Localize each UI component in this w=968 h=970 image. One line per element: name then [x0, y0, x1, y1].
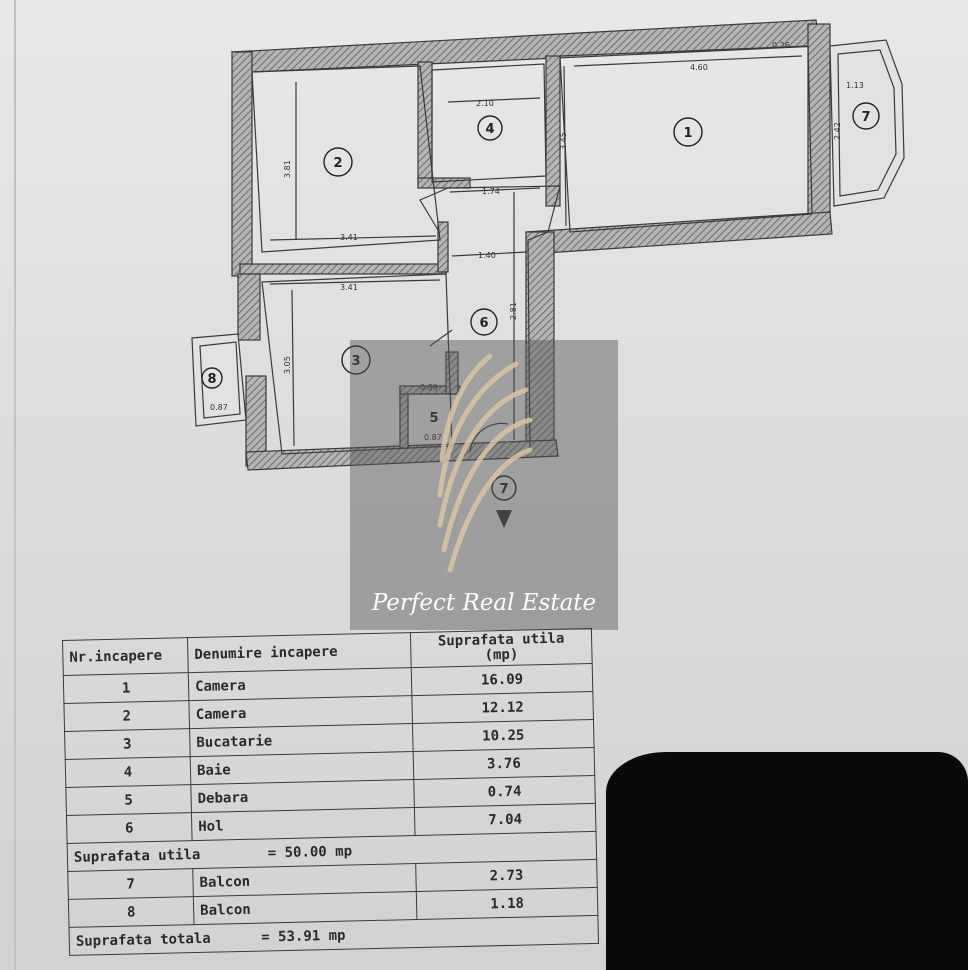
room-1-label: 1 [673, 117, 703, 147]
dimension-labels: 4.60 0.26 3.45 3.81 3.41 3.41 2.10 1.74 … [210, 41, 864, 442]
room-7-label: 7 [852, 102, 880, 130]
svg-text:0.87: 0.87 [210, 403, 228, 412]
svg-text:1.74: 1.74 [482, 187, 500, 196]
header-nr: Nr.incapere [62, 637, 189, 676]
room-labels: 1 2 3 4 5 6 7 8 7 [201, 102, 880, 528]
totala-value: = 53.91 mp [261, 927, 346, 946]
totala-label: Suprafata totala [75, 930, 211, 950]
watermark: Perfect Real Estate [350, 340, 618, 630]
svg-text:0.87: 0.87 [424, 433, 442, 442]
entry-marker-label: 7 [491, 475, 517, 528]
svg-text:0.89: 0.89 [420, 383, 438, 392]
room-3-label: 3 [341, 345, 371, 375]
header-denumire: Denumire incapere [187, 632, 412, 673]
svg-text:3: 3 [351, 354, 360, 369]
svg-text:2.42: 2.42 [833, 122, 842, 140]
interior-lines [191, 39, 905, 455]
svg-text:5: 5 [429, 411, 438, 426]
svg-text:7: 7 [861, 110, 870, 125]
svg-text:2.10: 2.10 [476, 99, 494, 108]
utila-value: = 50.00 mp [267, 842, 353, 861]
redaction-blot [606, 752, 968, 970]
svg-text:0.26: 0.26 [772, 41, 790, 50]
svg-text:4.60: 4.60 [690, 63, 708, 72]
svg-text:3.41: 3.41 [340, 283, 358, 292]
room-area-table: Nr.incapere Denumire incapere Suprafata … [62, 628, 599, 956]
svg-text:1.13: 1.13 [846, 81, 864, 90]
paper-fold-line [14, 0, 16, 970]
svg-text:1: 1 [683, 126, 692, 141]
room-4-label: 4 [477, 115, 503, 141]
room-6-label: 6 [470, 308, 498, 336]
svg-text:3.81: 3.81 [283, 160, 292, 178]
svg-text:1.40: 1.40 [478, 251, 496, 260]
watermark-logo-icon [437, 353, 533, 573]
svg-text:4: 4 [485, 122, 494, 137]
header-suprafata: Suprafata utila (mp) [410, 628, 593, 668]
svg-text:3.05: 3.05 [283, 356, 292, 374]
svg-text:2.81: 2.81 [509, 302, 518, 320]
room-5-label: 5 [429, 411, 438, 426]
floor-plan: 1 2 3 4 5 6 7 8 7 [191, 19, 905, 528]
utila-label: Suprafata utila [73, 846, 201, 866]
svg-text:3.41: 3.41 [340, 233, 358, 242]
room-2-label: 2 [323, 147, 353, 177]
svg-text:3.45: 3.45 [559, 132, 568, 150]
svg-text:7: 7 [499, 482, 508, 497]
svg-text:8: 8 [207, 372, 216, 387]
svg-text:2: 2 [333, 156, 342, 171]
entry-arrow-icon [496, 510, 512, 528]
room-8-label: 8 [201, 367, 223, 389]
watermark-text: Perfect Real Estate [371, 590, 597, 616]
svg-text:6: 6 [479, 316, 488, 331]
